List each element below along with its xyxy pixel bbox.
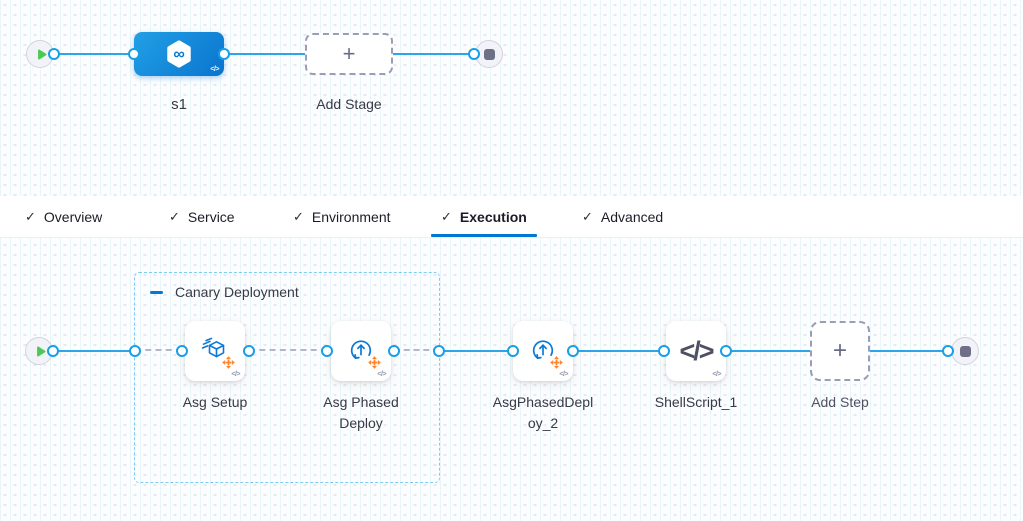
stop-icon bbox=[959, 345, 971, 357]
connector-point bbox=[48, 48, 60, 60]
code-badge-icon: </> bbox=[377, 371, 386, 378]
tab-label: Overview bbox=[43, 208, 103, 225]
code-icon: </> bbox=[679, 335, 714, 366]
stage-config-tabs: ✓ Overview ✓ Service ✓ Environment ✓ Exe… bbox=[0, 196, 1023, 238]
collapse-group-button[interactable] bbox=[148, 289, 165, 296]
minus-icon bbox=[150, 290, 163, 294]
tab-environment[interactable]: ✓ Environment bbox=[283, 196, 401, 237]
stage-name-label: s1 bbox=[171, 96, 187, 113]
check-icon: ✓ bbox=[169, 208, 180, 224]
connector-line bbox=[224, 53, 305, 55]
connector-point bbox=[388, 345, 400, 357]
connector-point bbox=[567, 345, 579, 357]
phased-deploy-circle-arrow-icon bbox=[528, 336, 563, 369]
move-arrows-icon bbox=[368, 356, 381, 369]
connector-point bbox=[720, 345, 732, 357]
step-group-header: Canary Deployment bbox=[148, 283, 299, 301]
plus-icon: + bbox=[832, 337, 847, 364]
stop-icon bbox=[483, 48, 495, 60]
step-node-asg-phased-deploy[interactable]: </> bbox=[331, 321, 391, 381]
check-icon: ✓ bbox=[293, 208, 304, 224]
connector-point bbox=[243, 345, 255, 357]
tab-label: Execution bbox=[459, 208, 527, 225]
connector-line bbox=[573, 350, 664, 352]
connector-point bbox=[321, 345, 333, 357]
connector-point bbox=[47, 345, 59, 357]
step-node-asg-setup[interactable]: </> bbox=[185, 321, 245, 381]
add-step-button[interactable]: + bbox=[810, 321, 870, 381]
connector-line bbox=[870, 350, 948, 352]
connector-point bbox=[129, 345, 141, 357]
connector-line bbox=[439, 350, 513, 352]
tab-advanced[interactable]: ✓ Advanced bbox=[572, 196, 673, 237]
code-badge-icon: </> bbox=[231, 371, 240, 378]
connector-point bbox=[433, 345, 445, 357]
step-name-label: Asg Phased Deploy bbox=[323, 394, 399, 431]
connector-point bbox=[176, 345, 188, 357]
asg-setup-cube-icon bbox=[200, 336, 235, 369]
dashed-connector-line bbox=[394, 349, 439, 351]
move-arrows-icon bbox=[550, 356, 563, 369]
stage-node-s1[interactable]: ∞ </> bbox=[134, 32, 224, 76]
tab-label: Advanced bbox=[600, 208, 664, 225]
check-icon: ✓ bbox=[582, 208, 593, 224]
connector-line bbox=[53, 350, 135, 352]
connector-line bbox=[54, 53, 134, 55]
tab-label: Environment bbox=[311, 208, 391, 225]
play-icon bbox=[37, 346, 46, 356]
step-node-shellscript-1[interactable]: </> </> bbox=[666, 321, 726, 381]
connector-point bbox=[218, 48, 230, 60]
dashed-connector-line bbox=[135, 349, 182, 351]
code-badge-icon: </> bbox=[559, 371, 568, 378]
dashed-connector-line bbox=[249, 349, 327, 351]
step-name-label: ShellScript_1 bbox=[654, 394, 738, 410]
connector-point bbox=[942, 345, 954, 357]
move-arrows-icon bbox=[222, 356, 235, 369]
connector-point bbox=[128, 48, 140, 60]
svg-text:∞: ∞ bbox=[173, 46, 184, 63]
connector-point bbox=[507, 345, 519, 357]
tab-label: Service bbox=[187, 208, 235, 225]
cd-stage-icon: ∞ bbox=[167, 40, 191, 68]
step-group-canary-deployment bbox=[134, 272, 440, 483]
plus-icon: + bbox=[342, 41, 356, 66]
tab-execution[interactable]: ✓ Execution bbox=[431, 196, 537, 237]
connector-line bbox=[726, 350, 810, 352]
connector-point bbox=[468, 48, 480, 60]
connector-line bbox=[393, 53, 474, 55]
add-stage-label: Add Stage bbox=[316, 96, 382, 112]
code-badge-icon: </> bbox=[210, 66, 219, 73]
execution-end-node bbox=[951, 337, 979, 365]
connector-point bbox=[658, 345, 670, 357]
code-badge-icon: </> bbox=[712, 371, 721, 378]
step-name-label: Asg Setup bbox=[182, 394, 248, 410]
check-icon: ✓ bbox=[25, 208, 36, 224]
check-icon: ✓ bbox=[441, 208, 452, 224]
phased-deploy-circle-arrow-icon bbox=[346, 336, 381, 369]
add-stage-button[interactable]: + bbox=[305, 33, 393, 75]
tab-service[interactable]: ✓ Service bbox=[159, 196, 245, 237]
add-step-label: Add Step bbox=[811, 394, 869, 410]
tab-overview[interactable]: ✓ Overview bbox=[15, 196, 112, 237]
play-icon bbox=[38, 49, 47, 59]
step-name-label: AsgPhasedDeploy_2 bbox=[492, 394, 594, 431]
step-group-label: Canary Deployment bbox=[175, 284, 299, 300]
step-node-asg-phased-deploy-2[interactable]: </> bbox=[513, 321, 573, 381]
